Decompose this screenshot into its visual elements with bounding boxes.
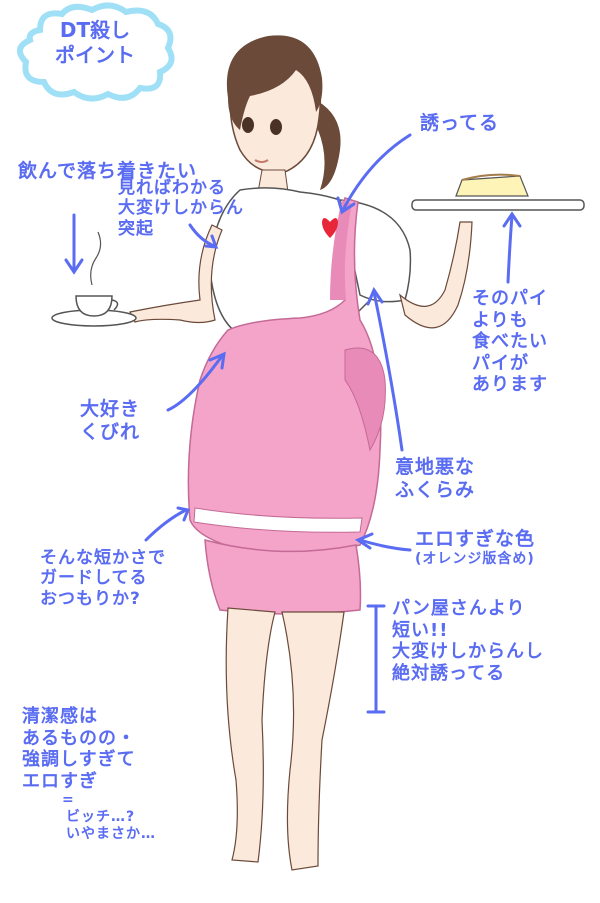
note-line: エロすぎ	[22, 770, 98, 792]
heart-pin	[322, 218, 338, 238]
note-line: 大変けしからんし	[392, 641, 544, 663]
note-line: そのパイ	[472, 288, 548, 309]
note-back: 意地悪な ふくらみ	[395, 456, 475, 502]
left-eye	[242, 117, 254, 133]
note-line: 清潔感は	[22, 706, 98, 727]
right-arm	[398, 221, 473, 329]
note-line: あるものの・	[22, 727, 136, 749]
note-line: おつもりか?	[40, 588, 141, 609]
badge-line: DT殺し	[59, 18, 131, 42]
note-bust: 見ればわかる 大変けしからん 突起	[118, 178, 244, 239]
apron-strap	[330, 200, 352, 300]
note-line: 短い!!	[392, 619, 449, 641]
note-line: 突起	[118, 218, 154, 239]
note-pie: そのパイ よりも 食べたい パイが あります	[472, 288, 548, 396]
note-line: よりも	[472, 309, 529, 331]
note-line: 絶対誘ってる	[392, 662, 506, 684]
note-line: くびれ	[80, 420, 141, 443]
left-arm	[129, 224, 223, 324]
apron-band	[193, 507, 363, 533]
note-line: =	[62, 792, 75, 809]
mouth	[254, 159, 269, 163]
title-badge: DT殺し ポイント	[30, 18, 160, 68]
note-drink: 飲んで落ち着きたい	[18, 160, 197, 183]
right-eye	[270, 119, 282, 135]
note-skirt: そんな短かさで ガードしてる おつもりか?	[40, 548, 166, 609]
note-line: いやまさか…	[66, 825, 156, 842]
note-chest: 誘ってる	[420, 112, 499, 135]
cloud-badge	[17, 2, 175, 102]
apron-bow	[344, 347, 386, 452]
note-line: パン屋さんより	[392, 598, 526, 619]
annotation-arrows	[64, 133, 522, 714]
note-line: 飲んで落ち着きたい	[18, 160, 198, 182]
note-line: ビッチ…?	[66, 809, 136, 826]
right-sleeve	[339, 199, 412, 303]
pie-tray	[411, 173, 585, 211]
note-length: パン屋さんより 短い!! 大変けしからんし 絶対誘ってる	[392, 598, 544, 684]
note-line: 食べたい	[472, 331, 548, 353]
note-line: ガードしてる	[40, 568, 148, 589]
note-line: エロすぎな色	[415, 528, 536, 550]
note-line: 見ればわかる	[118, 178, 226, 198]
note-line: そんな短かさで	[40, 548, 166, 568]
note-line: パイが	[472, 352, 529, 374]
coffee-cup	[51, 231, 137, 327]
note-line: ふくらみ	[395, 478, 476, 501]
note-line: 意地悪な	[395, 456, 476, 478]
note-line: (オレンジ版含め)	[415, 550, 535, 567]
note-clean: 清潔感は あるものの・ 強調しすぎて エロすぎ = ビッチ…? いやまさか…	[22, 706, 156, 843]
right-leg	[281, 611, 345, 871]
left-leg	[225, 607, 276, 863]
note-waist: 大好き くびれ	[80, 398, 140, 444]
note-line: 強調しすぎて	[22, 749, 136, 771]
note-line: 誘ってる	[420, 112, 500, 134]
note-line: あります	[472, 374, 548, 396]
skirt	[204, 539, 362, 615]
badge-line: ポイント	[55, 43, 135, 67]
apron	[187, 197, 382, 556]
hair	[226, 35, 323, 131]
note-color: エロすぎな色 (オレンジ版含め)	[415, 528, 535, 568]
note-line: 大好き	[80, 398, 141, 420]
note-line: 大変けしからん	[118, 198, 244, 219]
